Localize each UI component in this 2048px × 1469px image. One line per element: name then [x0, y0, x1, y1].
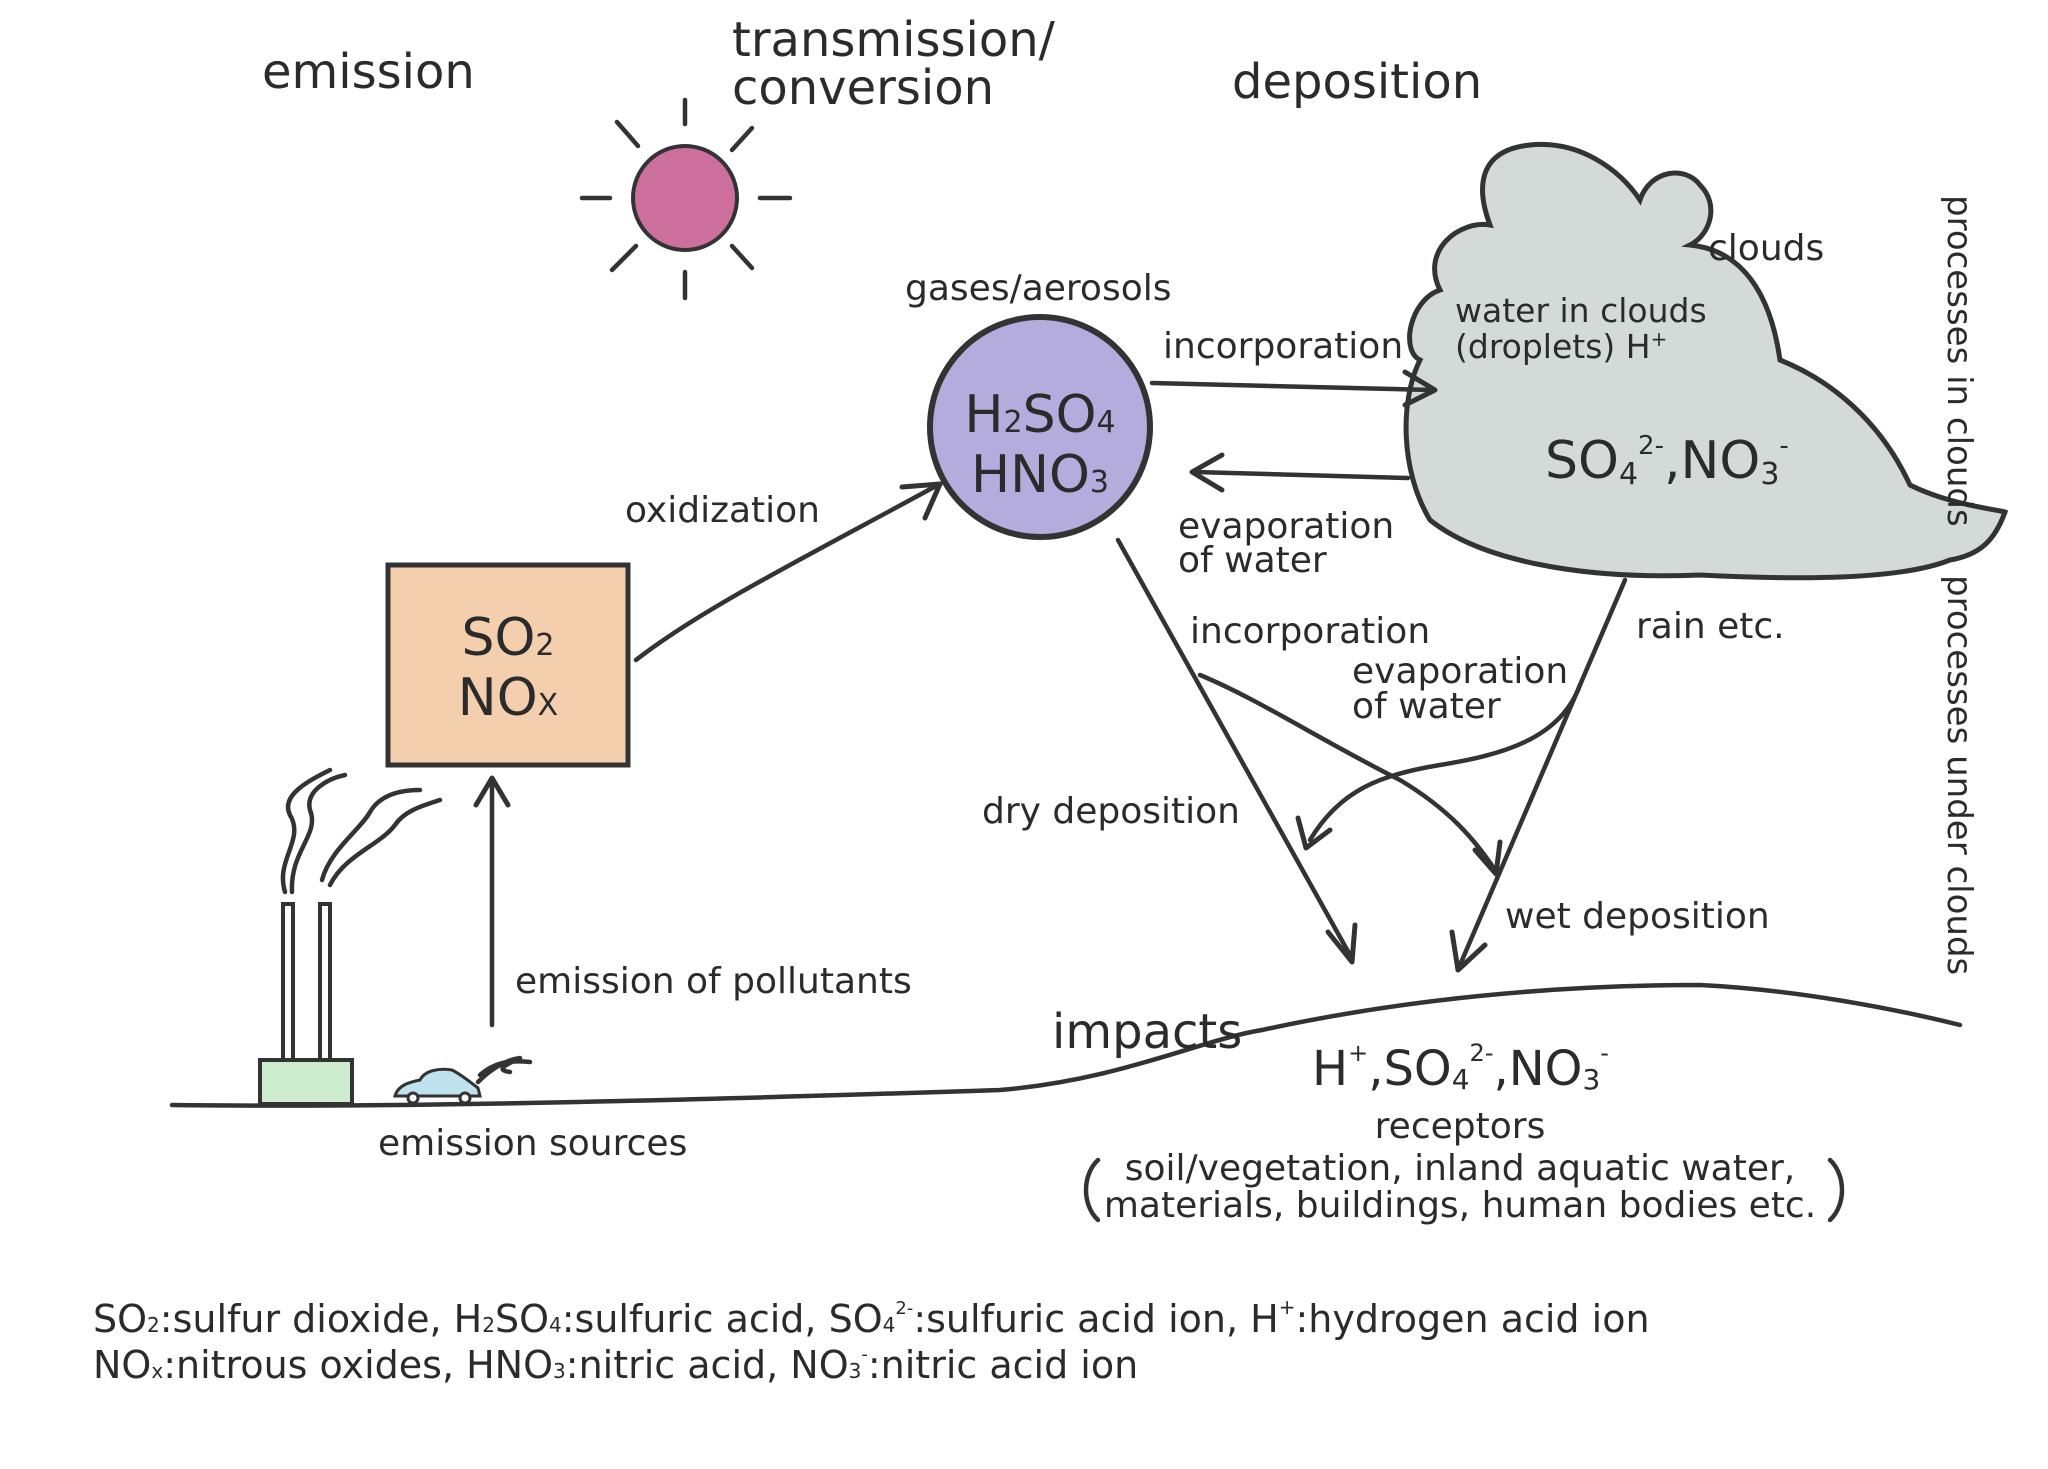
arrow-wet-deposition	[1449, 577, 1628, 973]
receptors-left-paren	[1083, 1157, 1101, 1223]
label-wet-deposition: wet deposition	[1505, 896, 1770, 937]
legend-line1: SO2:sulfur dioxide, H2SO4:sulfuric acid,…	[93, 1295, 1650, 1341]
receptors-right-paren	[1827, 1157, 1845, 1223]
acid-circle	[927, 314, 1153, 540]
label-evaporation-mid-2: of water	[1352, 686, 1501, 727]
label-oxidization: oxidization	[625, 490, 820, 531]
acid-h2so4: H2SO4	[964, 385, 1115, 445]
car-icon	[393, 1055, 533, 1105]
label-rain: rain etc.	[1636, 606, 1785, 647]
label-receptors: receptors	[1375, 1106, 1546, 1147]
cloud-shape	[1403, 141, 2009, 581]
label-clouds: clouds	[1708, 228, 1824, 269]
source-nox: NOX	[458, 668, 558, 728]
cloud-ions: SO42-,NO3-	[1545, 431, 1789, 492]
label-emission-of-pollutants: emission of pollutants	[515, 961, 912, 1002]
label-incorporation-mid: incorporation	[1190, 611, 1430, 652]
arrow-incorporation-top	[1149, 369, 1438, 408]
legend-line2: NOx:nitrous oxides, HNO3:nitric acid, NO…	[93, 1343, 1138, 1387]
stage-deposition: deposition	[1232, 54, 1482, 110]
source-box	[385, 562, 631, 768]
ground-line	[169, 982, 1963, 1108]
label-dry-deposition: dry deposition	[982, 791, 1240, 832]
source-so2: SO2	[461, 608, 554, 668]
stage-emission: emission	[262, 44, 475, 100]
label-droplets: (droplets) H+	[1455, 327, 1667, 366]
stage-transmission-line2: conversion	[732, 60, 994, 116]
label-receptors-list-2: materials, buildings, human bodies etc.	[1104, 1185, 1816, 1226]
arrow-incorporation-mid	[1197, 672, 1503, 877]
label-gases-aerosols: gases/aerosols	[905, 268, 1171, 309]
acid-hno3: HNO3	[971, 445, 1109, 505]
label-water-in-clouds: water in clouds	[1455, 291, 1707, 330]
label-evaporation-mid-1: evaporation	[1352, 651, 1568, 692]
label-receptors-list-1: soil/vegetation, inland aquatic water,	[1125, 1148, 1796, 1189]
label-processes-in-clouds: processes in clouds	[1939, 195, 1979, 527]
arrow-evaporation-mid	[1295, 682, 1583, 851]
arrow-dry-deposition	[1115, 537, 1358, 965]
label-evaporation-top-2: of water	[1178, 540, 1327, 581]
impacts-ions: H+,SO42-,NO3-	[1312, 1039, 1609, 1097]
arrow-oxidization	[633, 481, 943, 663]
arrow-emission-of-pollutants	[473, 775, 511, 1028]
label-evaporation-top-1: evaporation	[1178, 506, 1394, 547]
factory-icon	[258, 767, 443, 1106]
label-emission-sources: emission sources	[378, 1123, 687, 1164]
label-processes-under-clouds: processes under clouds	[1939, 575, 1979, 975]
label-impacts: impacts	[1052, 1004, 1242, 1060]
arrow-evaporation-top	[1189, 452, 1411, 493]
stage-transmission-line1: transmission/	[732, 12, 1056, 68]
sun-icon	[579, 97, 793, 301]
label-incorporation-top: incorporation	[1163, 326, 1403, 367]
